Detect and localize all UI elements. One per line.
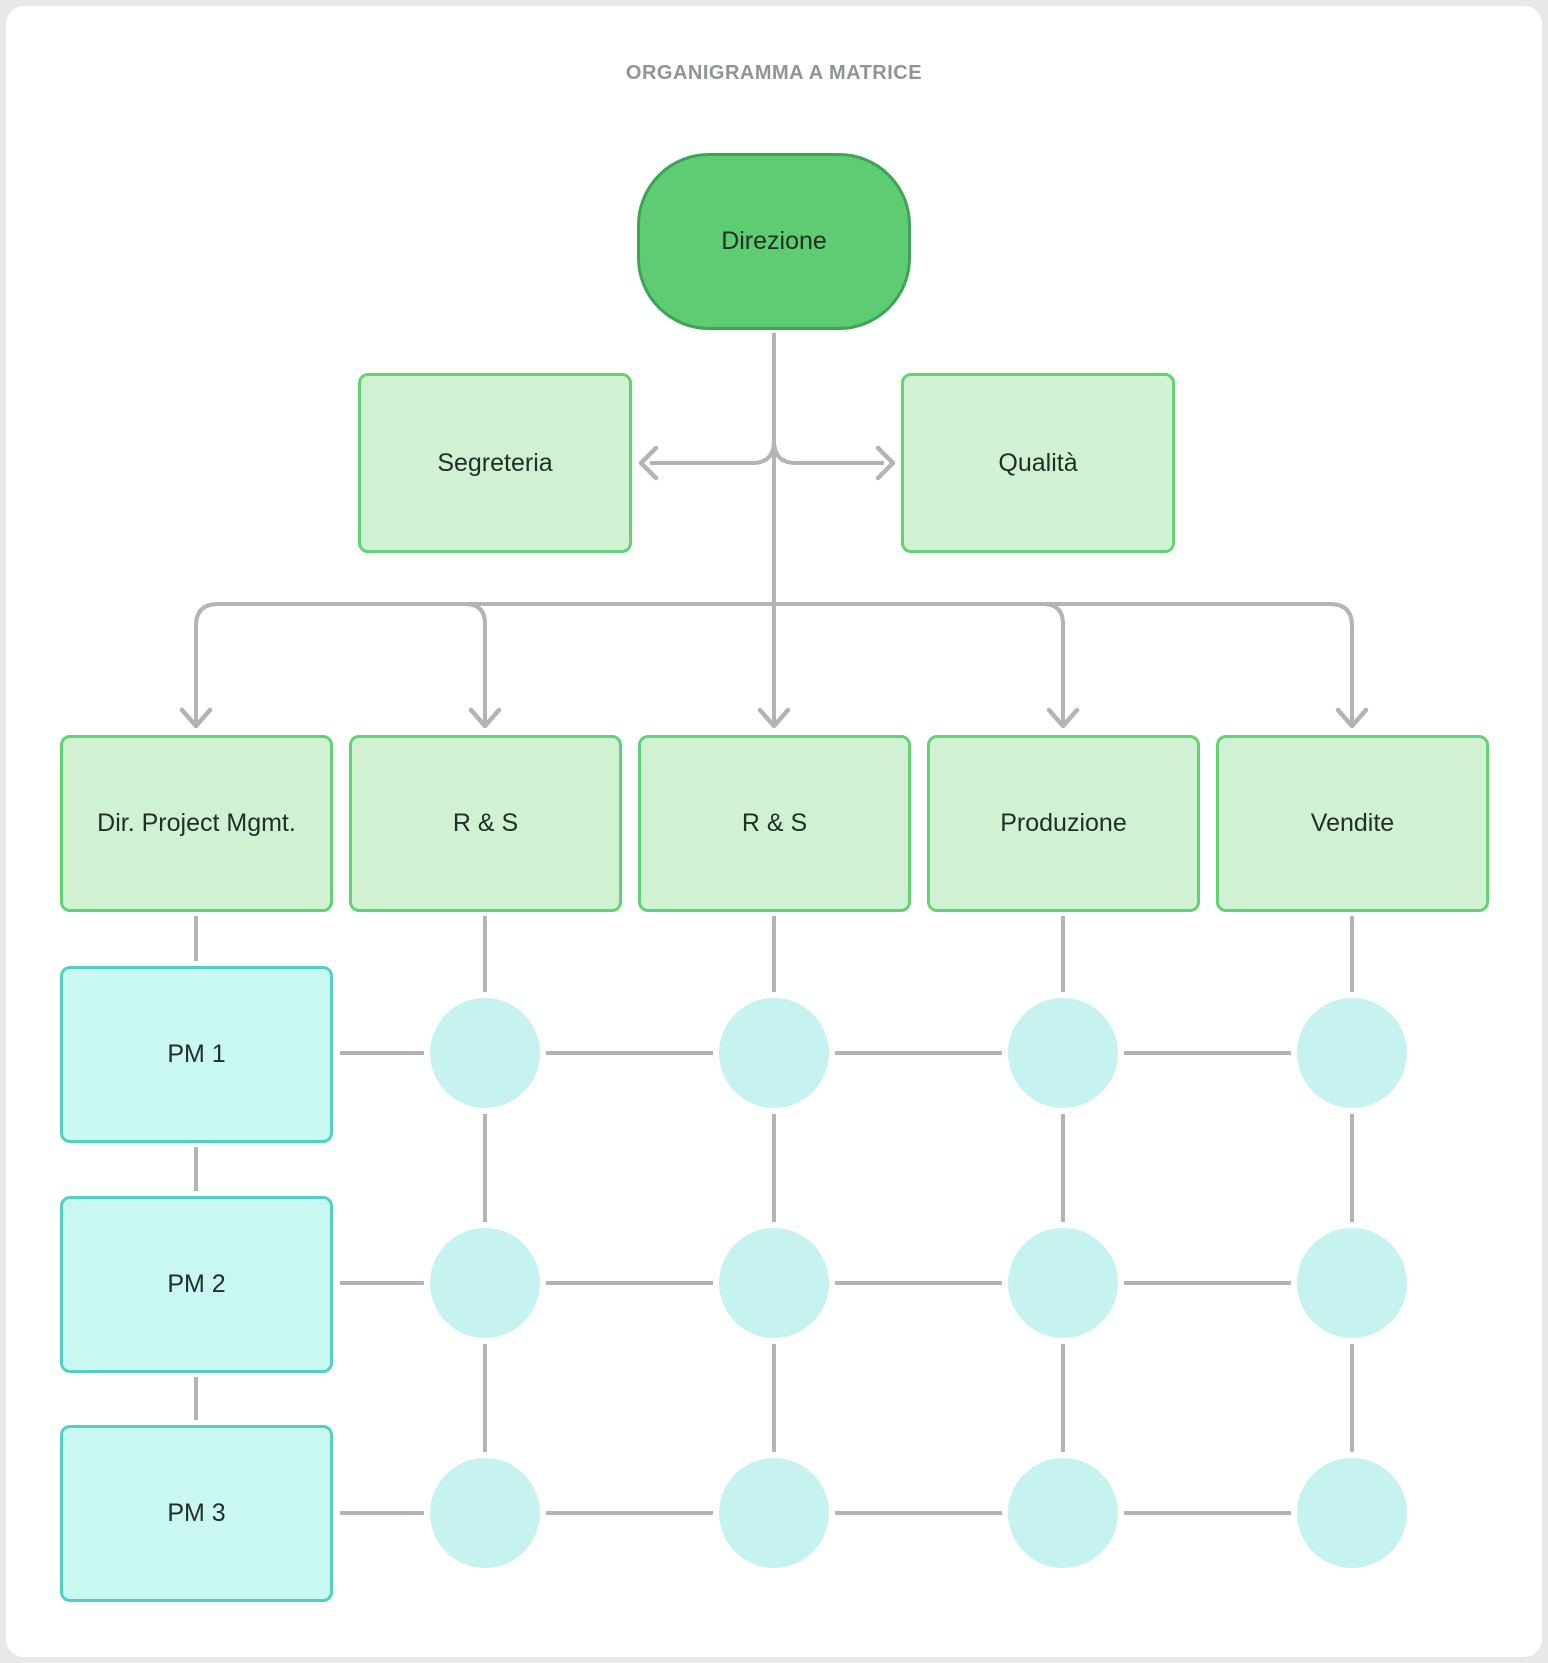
node-label: Dir. Project Mgmt. xyxy=(97,809,296,837)
node-pm1[interactable]: PM 1 xyxy=(60,966,333,1143)
matrix-vertical-links xyxy=(194,916,1354,1452)
node-label: Segreteria xyxy=(437,448,553,477)
node-label: PM 2 xyxy=(167,1270,226,1298)
diagram-title: ORGANIGRAMMA A MATRICE xyxy=(625,62,923,84)
node-segreteria[interactable]: Segreteria xyxy=(358,373,632,553)
matrix-horizontal-links xyxy=(340,1051,1291,1515)
node-pm2[interactable]: PM 2 xyxy=(60,1196,333,1373)
node-qualita[interactable]: Qualità xyxy=(901,373,1175,553)
node-label: Produzione xyxy=(1000,809,1127,837)
matrix-node-r3c4[interactable] xyxy=(1297,1458,1407,1568)
matrix-node-r1c4[interactable] xyxy=(1297,998,1407,1108)
matrix-node-r3c1[interactable] xyxy=(430,1458,540,1568)
node-label: R & S xyxy=(452,809,519,837)
node-dept-produzione[interactable]: Produzione xyxy=(927,735,1200,912)
matrix-node-r2c4[interactable] xyxy=(1297,1228,1407,1338)
node-dept-vendite[interactable]: Vendite xyxy=(1216,735,1489,912)
tree-connectors xyxy=(194,333,1354,724)
matrix-node-r1c3[interactable] xyxy=(1008,998,1118,1108)
node-label: Direzione xyxy=(721,227,827,255)
matrix-node-r1c2[interactable] xyxy=(719,998,829,1108)
node-dept-dir-project-mgmt[interactable]: Dir. Project Mgmt. xyxy=(60,735,333,912)
node-label: Vendite xyxy=(1310,809,1395,837)
node-label: PM 1 xyxy=(167,1040,226,1068)
node-label: R & S xyxy=(741,809,808,837)
node-dept-rs-1[interactable]: R & S xyxy=(349,735,622,912)
node-direzione[interactable]: Direzione xyxy=(637,153,911,330)
node-label: Qualità xyxy=(998,448,1078,477)
matrix-node-r3c2[interactable] xyxy=(719,1458,829,1568)
matrix-node-r2c2[interactable] xyxy=(719,1228,829,1338)
node-pm3[interactable]: PM 3 xyxy=(60,1425,333,1602)
arrowheads xyxy=(179,445,1369,729)
node-dept-rs-2[interactable]: R & S xyxy=(638,735,911,912)
matrix-node-r1c1[interactable] xyxy=(430,998,540,1108)
matrix-node-r3c3[interactable] xyxy=(1008,1458,1118,1568)
matrix-node-r2c1[interactable] xyxy=(430,1228,540,1338)
node-label: PM 3 xyxy=(167,1499,226,1527)
matrix-node-r2c3[interactable] xyxy=(1008,1228,1118,1338)
